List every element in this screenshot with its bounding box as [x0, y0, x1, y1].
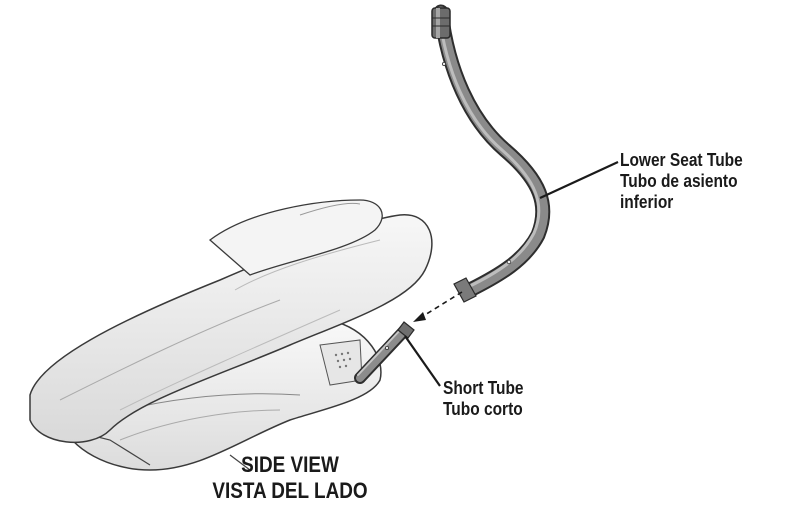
- leader-line-short-tube: [405, 336, 440, 386]
- short-tube-label-en: Short Tube: [443, 378, 524, 399]
- view-title-es: VISTA DEL LADO: [195, 478, 384, 504]
- lower-seat-tube-label: Lower Seat Tube Tubo de asiento inferior: [620, 150, 743, 213]
- lower-seat-tube-label-en: Lower Seat Tube: [620, 150, 743, 171]
- view-title-en: SIDE VIEW: [195, 452, 384, 478]
- short-tube-label: Short Tube Tubo corto: [443, 378, 524, 420]
- lower-seat-tube-label-es-2: inferior: [620, 192, 743, 213]
- lower-seat-tube: [432, 8, 543, 302]
- leader-line-lower-seat-tube: [540, 162, 618, 198]
- insertion-arrow: [413, 292, 462, 322]
- view-title: SIDE VIEW VISTA DEL LADO: [195, 452, 384, 504]
- short-tube-label-es: Tubo corto: [443, 399, 524, 420]
- lower-seat-tube-label-es-1: Tubo de asiento: [620, 171, 743, 192]
